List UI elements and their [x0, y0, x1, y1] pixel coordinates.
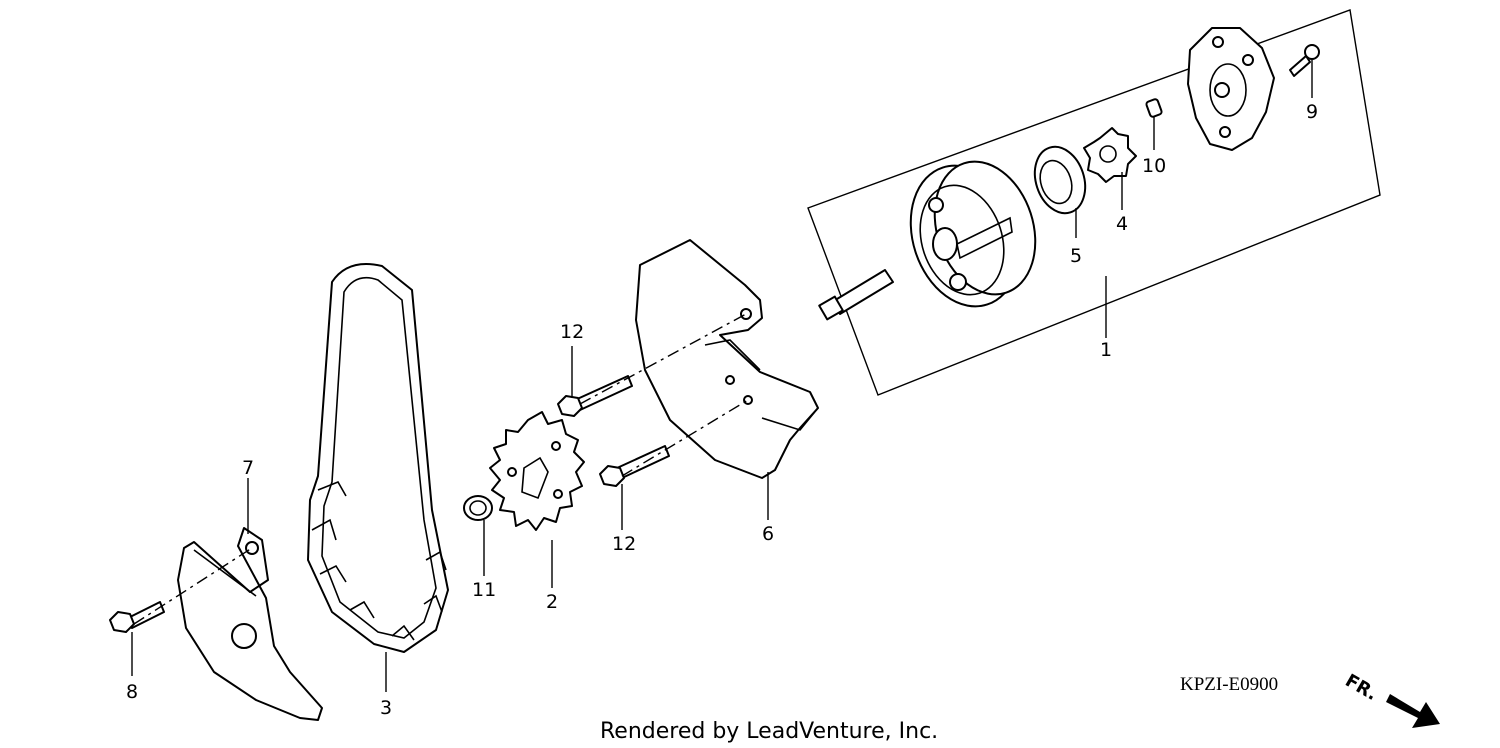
callout-7: 7 — [242, 457, 254, 479]
callout-2: 2 — [546, 591, 558, 613]
front-arrow-icon — [1386, 694, 1440, 728]
chain-guard[interactable] — [177, 527, 323, 721]
cover-screw[interactable] — [1289, 44, 1320, 77]
oil-pump-assembly-outline — [807, 9, 1381, 396]
bolt-lower[interactable] — [599, 445, 670, 487]
diagram-code: KPZI-E0900 — [1180, 674, 1278, 695]
callout-8: 8 — [126, 681, 138, 703]
pump-sprocket[interactable] — [489, 411, 585, 531]
pump-cover[interactable] — [1187, 27, 1275, 151]
callout-labels: 1 2 3 4 5 6 7 8 9 10 11 12 12 — [126, 101, 1318, 719]
front-label: FR. — [1342, 670, 1381, 705]
callout-11: 11 — [472, 579, 496, 601]
dowel-pin[interactable] — [1145, 98, 1163, 118]
callout-10: 10 — [1142, 155, 1166, 177]
callout-4: 4 — [1116, 213, 1128, 235]
inner-rotor[interactable] — [1083, 127, 1137, 183]
callout-3: 3 — [380, 697, 392, 719]
chain-guide[interactable] — [635, 239, 819, 479]
callout-12-lower: 12 — [612, 533, 636, 555]
footer-credit: Rendered by LeadVenture, Inc. — [600, 719, 938, 744]
leader-lines — [131, 60, 1313, 692]
front-direction-indicator: FR. — [1342, 670, 1440, 728]
oil-pump-body[interactable] — [818, 148, 1051, 321]
assembly-center-lines — [133, 313, 749, 625]
bolt-upper[interactable] — [557, 375, 633, 417]
callout-1: 1 — [1100, 339, 1112, 361]
callout-12-upper: 12 — [560, 321, 584, 343]
callout-5: 5 — [1070, 245, 1082, 267]
outer-rotor[interactable] — [1027, 140, 1094, 220]
guard-bolt[interactable] — [109, 601, 165, 633]
circlip[interactable] — [463, 495, 493, 521]
callout-6: 6 — [762, 523, 774, 545]
callout-9: 9 — [1306, 101, 1318, 123]
cam-chain[interactable] — [307, 263, 449, 653]
